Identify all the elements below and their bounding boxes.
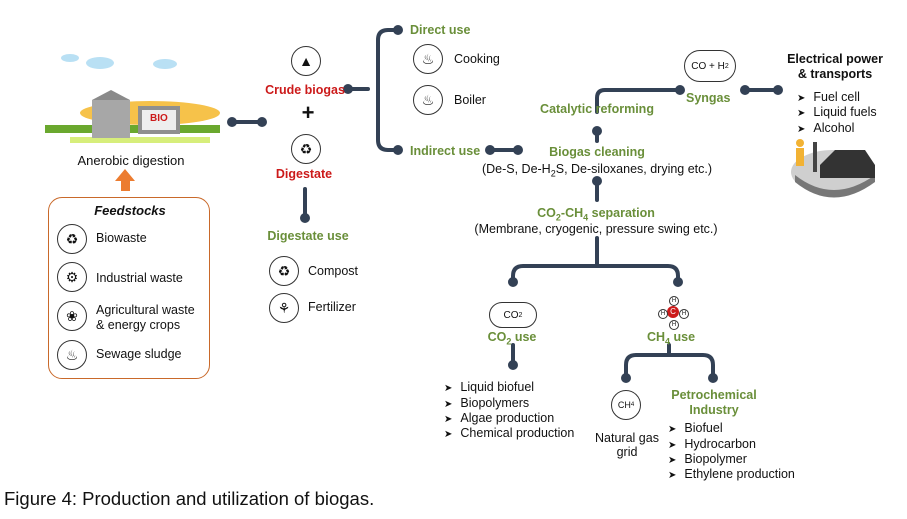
co2-item-liquid-biofuel: Liquid biofuel <box>444 380 534 396</box>
electrical-power-title-1: Electrical power <box>787 52 883 66</box>
orange-up-arrow <box>115 169 135 191</box>
cloud-illustration <box>61 54 177 69</box>
methane-molecule-icon: C H H H H <box>658 296 689 330</box>
co2-item-algae: Algae production <box>444 411 554 427</box>
petrochemical-label-1: Petrochemical <box>671 388 757 402</box>
indirect-use-label: Indirect use <box>410 144 481 158</box>
natural-gas-label-1: Natural gas <box>595 431 659 445</box>
wheat-icon: ❀ <box>57 301 87 331</box>
digestate-label: Digestate <box>275 167 333 181</box>
direct-use-label: Direct use <box>410 23 471 37</box>
compost-icon: ♻ <box>269 256 299 286</box>
feedstocks-title: Feedstocks <box>94 203 166 218</box>
feedstock-sewage: Sewage sludge <box>96 347 182 361</box>
co2-item-chemical: Chemical production <box>444 426 574 442</box>
cooking-label: Cooking <box>454 52 500 66</box>
plus-sign: + <box>301 100 315 125</box>
biogas-cleaning-label: Biogas cleaning <box>549 145 645 159</box>
fertilizer-label: Fertilizer <box>308 300 356 314</box>
feedstock-energy-crops: & energy crops <box>96 318 181 332</box>
digestate-use-label: Digestate use <box>267 229 349 243</box>
co2-item-biopolymers: Biopolymers <box>444 396 529 412</box>
bio-logo-text: BIO <box>150 113 168 124</box>
cooking-icon: ♨ <box>413 44 443 74</box>
syngas-label: Syngas <box>686 91 731 105</box>
power-item-alcohol: Alcohol <box>797 121 854 137</box>
co2-use-label: CO2 use <box>487 330 537 347</box>
crude-biogas-label: Crude biogas <box>265 83 345 97</box>
fertilizer-icon: ⚘ <box>269 293 299 323</box>
ch4-use-label: CH4 use <box>646 330 696 347</box>
cow-icon: ▲ <box>291 46 321 76</box>
petro-item-ethylene: Ethylene production <box>668 467 795 483</box>
natural-gas-label-2: grid <box>616 445 638 459</box>
factory-icon: ⚙ <box>57 262 87 292</box>
compost-label: Compost <box>308 264 359 278</box>
biogas-cleaning-detail: (De-S, De-H2S, De-siloxanes, drying etc.… <box>481 162 713 179</box>
connector-nodes <box>227 25 783 383</box>
feedstock-biowaste: Biowaste <box>96 231 147 245</box>
separation-detail: (Membrane, cryogenic, pressure swing etc… <box>474 222 718 236</box>
power-item-fuel-cell: Fuel cell <box>797 90 860 106</box>
petrochemical-label-2: Industry <box>689 403 739 417</box>
catalytic-reforming-label: Catalytic reforming <box>540 102 654 116</box>
separation-label: CO2-CH4 separation <box>537 206 655 223</box>
ev-charging-illustration <box>791 139 875 198</box>
biowaste-icon: ♻ <box>57 224 87 254</box>
petro-item-biofuel: Biofuel <box>668 421 722 437</box>
anaerobic-digestion-label: Anerobic digestion <box>77 153 185 168</box>
feedstock-agricultural: Agricultural waste <box>96 303 195 317</box>
digestion-plant-illustration <box>45 90 220 143</box>
feedstock-industrial: Industrial waste <box>96 271 183 285</box>
boiler-label: Boiler <box>454 93 486 107</box>
power-item-liquid-fuels: Liquid fuels <box>797 105 876 121</box>
figure-caption: Figure 4: Production and utilization of … <box>4 488 375 509</box>
petro-item-biopolymer: Biopolymer <box>668 452 747 468</box>
boiler-icon: ♨ <box>413 85 443 115</box>
petro-item-hydrocarbon: Hydrocarbon <box>668 437 756 453</box>
sewage-icon: ♨ <box>57 340 87 370</box>
electrical-power-title-2: & transports <box>797 67 873 81</box>
recycle-icon: ♻ <box>291 134 321 164</box>
